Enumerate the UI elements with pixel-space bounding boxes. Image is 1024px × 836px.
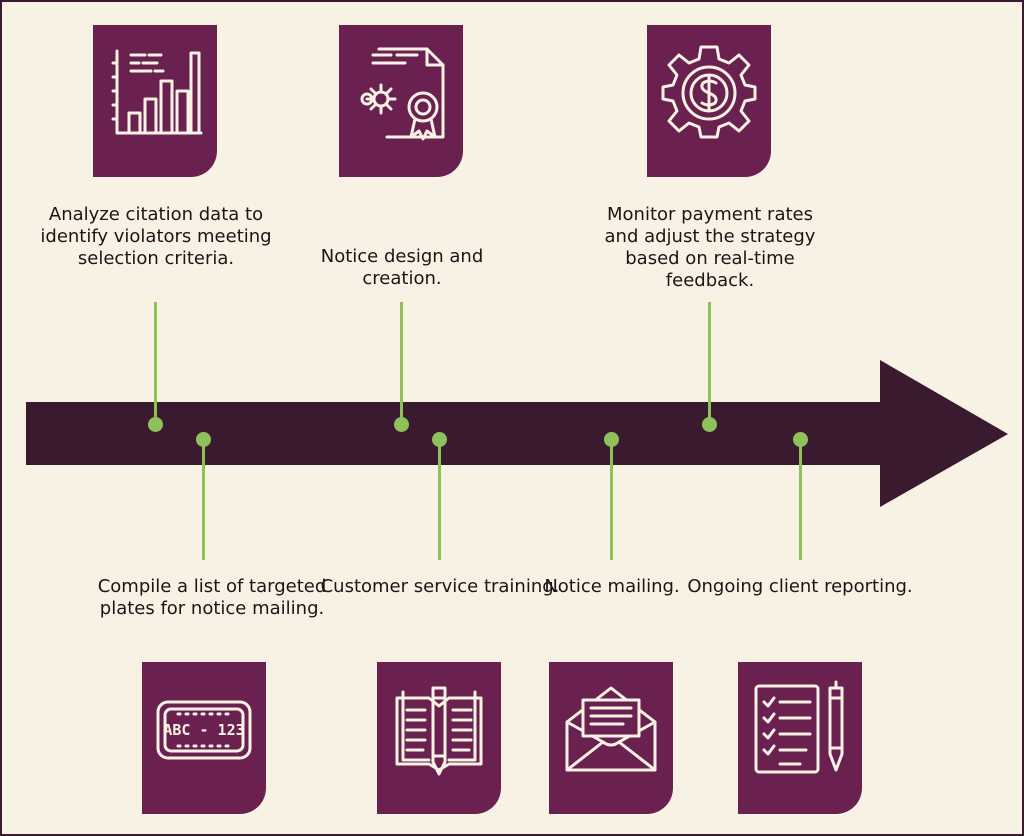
plate-text: ABC - 123	[163, 721, 244, 739]
step-7-connector	[799, 440, 802, 560]
step-1-icon-tile	[93, 25, 217, 177]
step-7-icon-tile	[738, 662, 862, 814]
step-7-marker	[793, 432, 808, 447]
certificate-document-icon	[360, 47, 445, 141]
step-3-label: Notice design and creation.	[320, 246, 484, 289]
step-4-label: Customer service training.	[320, 576, 560, 597]
step-3-connector	[400, 302, 403, 422]
step-5-connector	[610, 440, 613, 560]
license-plate-icon: ABC - 123	[156, 700, 252, 760]
step-2-marker	[196, 432, 211, 447]
step-1-marker	[148, 417, 163, 432]
step-4-connector	[438, 440, 441, 560]
envelope-letter-icon	[565, 686, 657, 772]
step-5-label: Notice mailing.	[544, 576, 680, 597]
step-1-connector	[154, 302, 157, 422]
bar-chart-icon	[111, 49, 203, 135]
step-6-label: Monitor payment rates and adjust the str…	[604, 204, 816, 291]
step-7-label: Ongoing client reporting.	[687, 576, 913, 597]
step-2-label: Compile a list of targeted plates for no…	[97, 576, 327, 619]
step-3-marker	[394, 417, 409, 432]
step-1-label: Analyze citation data to identify violat…	[40, 204, 272, 269]
step-2-icon-tile: ABC - 123	[142, 662, 266, 814]
dollar-gear-icon	[661, 45, 757, 139]
step-5-marker	[604, 432, 619, 447]
step-4-icon-tile	[377, 662, 501, 814]
step-6-marker	[702, 417, 717, 432]
step-4-marker	[432, 432, 447, 447]
step-3-icon-tile	[339, 25, 463, 177]
checklist-pen-icon	[754, 680, 844, 774]
step-5-icon-tile	[549, 662, 673, 814]
open-book-pencil-icon	[395, 686, 483, 776]
timeline-arrow-shape	[26, 360, 1008, 507]
step-2-connector	[202, 440, 205, 560]
step-6-connector	[708, 302, 711, 422]
step-6-icon-tile	[647, 25, 771, 177]
